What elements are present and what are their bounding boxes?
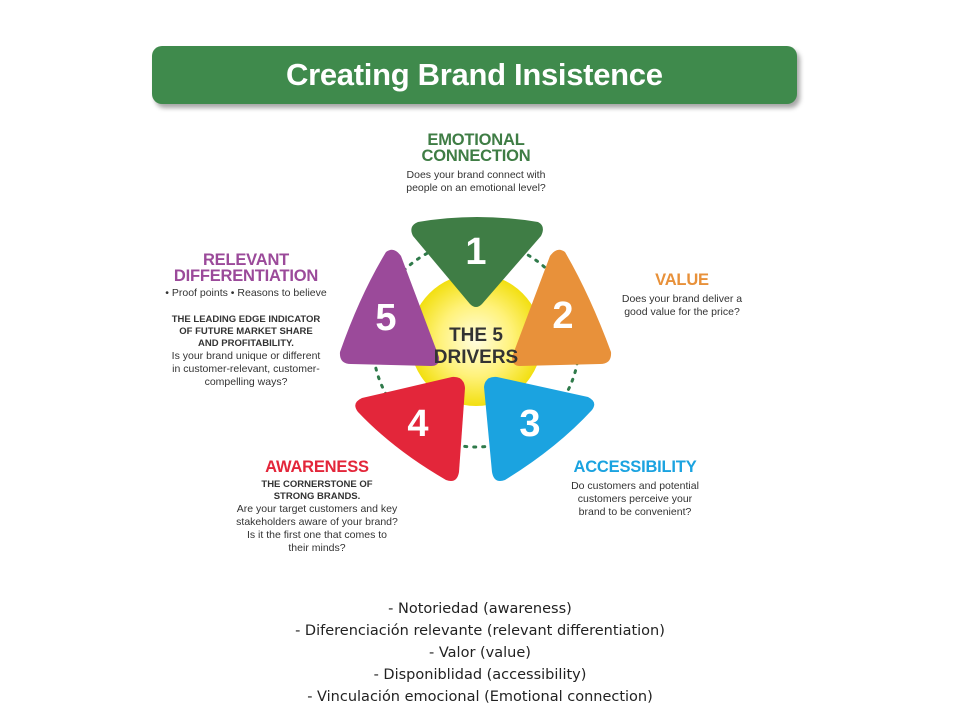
petal-number-5: 5 bbox=[375, 297, 396, 339]
driver-3-label: ACCESSIBILITY Do customers and potential… bbox=[560, 459, 710, 519]
petal-shape-3 bbox=[484, 376, 595, 481]
driver-5-sub-line3: AND PROFITABILITY. bbox=[198, 338, 294, 349]
petal-shape-2 bbox=[512, 249, 612, 366]
driver-1-desc-line1: Does your brand connect with bbox=[406, 169, 546, 181]
driver-1-title-line1: EMOTIONAL bbox=[427, 131, 525, 149]
petal-number-4: 4 bbox=[407, 403, 428, 445]
driver-5-desc-line2: in customer-relevant, customer- bbox=[172, 363, 320, 375]
driver-5-points: • Proof points • Reasons to believe bbox=[165, 287, 327, 299]
caption-line-emotional: - Vinculación emocional (Emotional conne… bbox=[307, 689, 653, 705]
driver-5-title-line1: RELEVANT bbox=[202, 251, 290, 269]
caption-line-differentiation: - Diferenciación relevante (relevant dif… bbox=[295, 623, 665, 639]
driver-4-title: AWARENESS bbox=[265, 458, 369, 476]
driver-1-desc-line2: people on an emotional level? bbox=[406, 182, 546, 194]
caption-line-awareness: - Notoriedad (awareness) bbox=[388, 601, 572, 617]
center-sun bbox=[410, 274, 542, 406]
driver-5-sub-line1: THE LEADING EDGE INDICATOR bbox=[171, 314, 321, 325]
petal-shape-1 bbox=[411, 217, 543, 307]
driver-petal-3: 3 bbox=[484, 376, 595, 481]
caption-list: - Notoriedad (awareness) - Diferenciació… bbox=[0, 598, 960, 708]
driver-2-desc-line1: Does your brand deliver a bbox=[621, 293, 743, 305]
petal-number-3: 3 bbox=[519, 403, 540, 445]
driver-petal-5: 5 bbox=[339, 249, 440, 366]
driver-3-desc-line3: brand to be convenient? bbox=[578, 506, 692, 518]
driver-4-desc-line2: stakeholders aware of your brand? bbox=[236, 516, 398, 528]
center-label-line2: DRIVERS bbox=[434, 347, 518, 368]
driver-4-sub-line2: STRONG BRANDS. bbox=[273, 491, 361, 502]
caption-line-accessibility: - Disponiblidad (accessibility) bbox=[373, 667, 587, 683]
petal-number-2: 2 bbox=[552, 295, 573, 337]
five-drivers-diagram: 1 2 3 4 5 THE 5 DRIVERS bbox=[339, 217, 612, 481]
title-banner: Creating Brand Insistence bbox=[152, 46, 797, 104]
driver-2-desc-line2: good value for the price? bbox=[624, 306, 740, 318]
driver-3-desc-line1: Do customers and potential bbox=[571, 480, 699, 492]
caption-line-value: - Valor (value) bbox=[429, 645, 531, 661]
driver-5-desc-line3: compelling ways? bbox=[204, 376, 288, 388]
petal-number-1: 1 bbox=[465, 231, 486, 273]
driver-petal-4: 4 bbox=[355, 376, 465, 481]
driver-1-title-line2: CONNECTION bbox=[421, 147, 531, 165]
driver-4-sub-line1: THE CORNERSTONE OF bbox=[261, 479, 373, 490]
driver-1-label: EMOTIONAL CONNECTION Does your brand con… bbox=[386, 132, 566, 195]
driver-5-sub-line2: OF FUTURE MARKET SHARE bbox=[179, 326, 313, 337]
driver-3-title: ACCESSIBILITY bbox=[573, 458, 697, 476]
driver-petal-2: 2 bbox=[512, 249, 612, 366]
driver-petal-1: 1 bbox=[411, 217, 543, 307]
page-title: Creating Brand Insistence bbox=[286, 57, 663, 92]
petal-shape-5 bbox=[339, 249, 440, 366]
driver-2-label: VALUE Does your brand deliver a good val… bbox=[612, 272, 752, 319]
driver-2-title: VALUE bbox=[655, 271, 709, 289]
center-label-line1: THE 5 bbox=[449, 325, 503, 346]
driver-5-label: RELEVANT DIFFERENTIATION • Proof points … bbox=[150, 252, 342, 389]
driver-4-desc-line1: Are your target customers and key bbox=[236, 503, 398, 515]
driver-5-title-line2: DIFFERENTIATION bbox=[173, 267, 319, 285]
petal-shape-4 bbox=[355, 376, 465, 481]
driver-5-desc-line1: Is your brand unique or different bbox=[171, 350, 321, 362]
driver-4-label: AWARENESS THE CORNERSTONE OF STRONG BRAN… bbox=[222, 459, 412, 555]
driver-4-desc-line4: their minds? bbox=[288, 542, 346, 554]
driver-3-desc-line2: customers perceive your bbox=[577, 493, 693, 505]
driver-4-desc-line3: Is it the first one that comes to bbox=[246, 529, 388, 541]
